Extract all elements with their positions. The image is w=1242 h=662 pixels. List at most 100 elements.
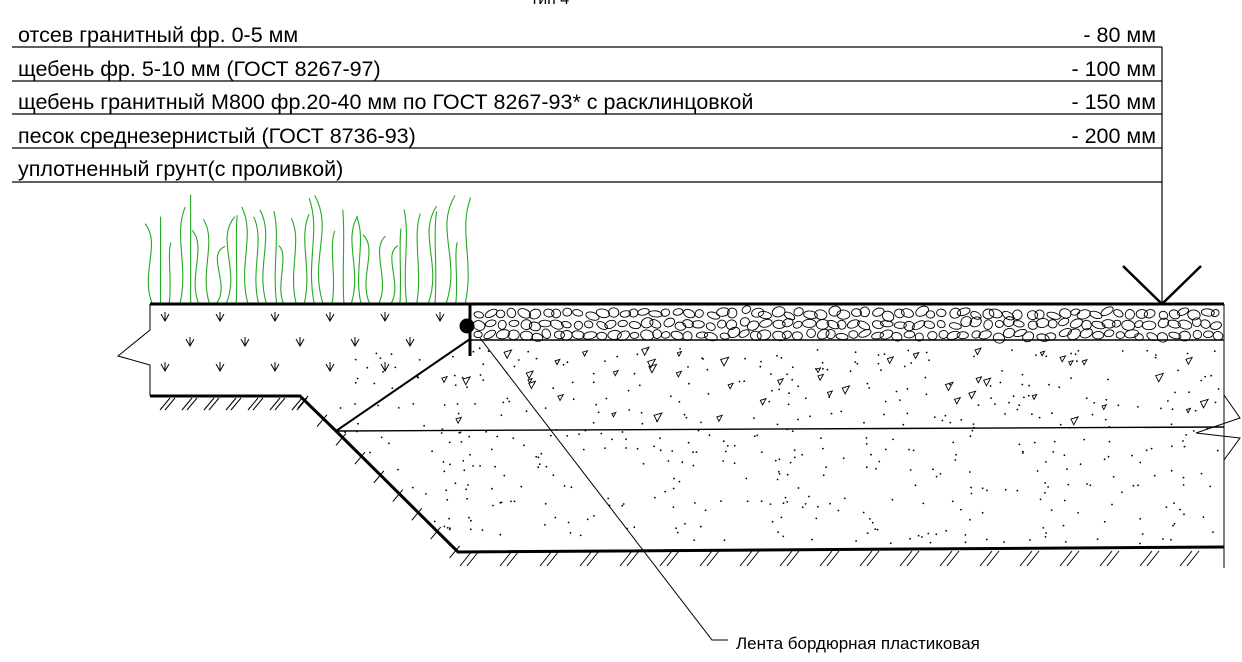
grass-blade xyxy=(225,216,236,304)
sand-grain xyxy=(423,424,425,427)
stone xyxy=(1135,309,1148,319)
sand-grain xyxy=(482,363,485,366)
sand-grain xyxy=(692,464,695,467)
ground-hatch-stroke xyxy=(579,550,593,567)
sand-grain xyxy=(985,538,988,541)
stone xyxy=(757,311,772,320)
stone xyxy=(1200,319,1211,329)
grass-blade xyxy=(241,206,249,304)
ground-hatch-stroke xyxy=(1066,550,1080,567)
sand-grain xyxy=(932,468,934,471)
ground-hatch-stroke xyxy=(1059,550,1073,567)
sand-grain xyxy=(1194,409,1197,412)
sand-grain xyxy=(856,362,859,365)
sand-grain xyxy=(1153,474,1156,477)
ground-hatch-stroke xyxy=(430,526,442,540)
sand-grain xyxy=(822,367,824,370)
stone xyxy=(572,309,584,317)
topsoil-hatch xyxy=(160,312,445,373)
stone xyxy=(927,331,938,341)
sand-grain xyxy=(544,524,546,526)
ground-hatch-stroke xyxy=(159,397,171,411)
sand-grain xyxy=(960,419,963,421)
sand-grain xyxy=(527,350,530,353)
stone xyxy=(894,308,905,319)
ground-hatch-stroke xyxy=(316,414,328,428)
sand-grain xyxy=(1210,374,1213,377)
sand-grain xyxy=(921,536,923,538)
gravel-piece xyxy=(455,416,463,425)
sand-grain xyxy=(566,435,569,437)
stone xyxy=(848,330,859,339)
sand-grain xyxy=(811,538,813,541)
stone xyxy=(1210,309,1220,318)
stone xyxy=(628,321,641,330)
sand-grain xyxy=(892,438,894,441)
sand-grain xyxy=(469,453,471,456)
sand-grain xyxy=(369,451,371,454)
ground-hatch-stroke xyxy=(699,550,713,567)
sand-grain xyxy=(1045,532,1047,534)
ground-hatch-stroke xyxy=(499,550,513,567)
sand-grain xyxy=(770,373,772,375)
sand-grain xyxy=(870,453,872,456)
sand-grain xyxy=(377,404,379,407)
sand-grain xyxy=(1179,508,1181,511)
soil-mark xyxy=(240,337,250,348)
sand-grain xyxy=(356,377,359,380)
sand-grain xyxy=(465,488,468,491)
ground-hatch-stroke xyxy=(164,397,176,411)
sand-grain xyxy=(821,361,824,364)
ground-hatch-stroke xyxy=(946,550,960,567)
ground-hatch-stroke xyxy=(819,550,833,567)
gravel-piece xyxy=(720,356,730,367)
sand-grain xyxy=(969,518,971,521)
sand-grain xyxy=(954,459,957,461)
sand-grain xyxy=(496,435,499,438)
sand-grain xyxy=(708,434,711,437)
stone xyxy=(538,319,552,328)
sand-grain xyxy=(443,470,446,473)
sand-grain xyxy=(380,436,383,439)
ground-hatch-stroke xyxy=(899,550,913,567)
sand-grain xyxy=(952,441,955,444)
sand-grain xyxy=(935,533,938,536)
stone xyxy=(1067,328,1081,341)
layer-2-thickness: - 100 мм xyxy=(1071,57,1156,81)
ground-hatch-stroke xyxy=(230,397,242,411)
grass-blade xyxy=(331,230,336,304)
sand-grain xyxy=(390,353,393,355)
stone xyxy=(506,307,517,319)
ground-hatch-stroke xyxy=(335,433,347,446)
sand-grain xyxy=(1044,492,1046,494)
slope-line xyxy=(335,338,471,432)
gravel-piece xyxy=(646,358,657,369)
sand-grain xyxy=(1121,491,1123,494)
gravel-piece xyxy=(1185,356,1194,366)
ground-hatch-stroke xyxy=(906,550,920,567)
ground-hatch-stroke xyxy=(1019,550,1033,567)
sand-grain xyxy=(487,350,490,353)
ground-hatch-stroke xyxy=(181,397,193,411)
gravel-piece xyxy=(653,412,663,423)
gravel-piece xyxy=(611,411,617,418)
sand-grain xyxy=(684,522,686,525)
grass-blade xyxy=(350,216,359,304)
excavation-bottom xyxy=(150,394,1225,554)
sand-grain xyxy=(1111,503,1113,506)
stone xyxy=(607,329,622,340)
sand-grain xyxy=(597,411,600,414)
sand-grain xyxy=(760,500,763,503)
sand-grain xyxy=(723,539,726,542)
ground-hatch-stroke xyxy=(1099,550,1113,567)
stone xyxy=(828,305,842,317)
gravel-piece xyxy=(716,414,724,423)
grass-blade xyxy=(455,242,458,304)
sand-grain xyxy=(1063,499,1066,502)
sand-grain xyxy=(411,486,414,489)
sand-grain xyxy=(446,498,449,501)
sand-grain xyxy=(891,498,894,501)
stone xyxy=(771,306,786,318)
stone xyxy=(528,321,541,332)
